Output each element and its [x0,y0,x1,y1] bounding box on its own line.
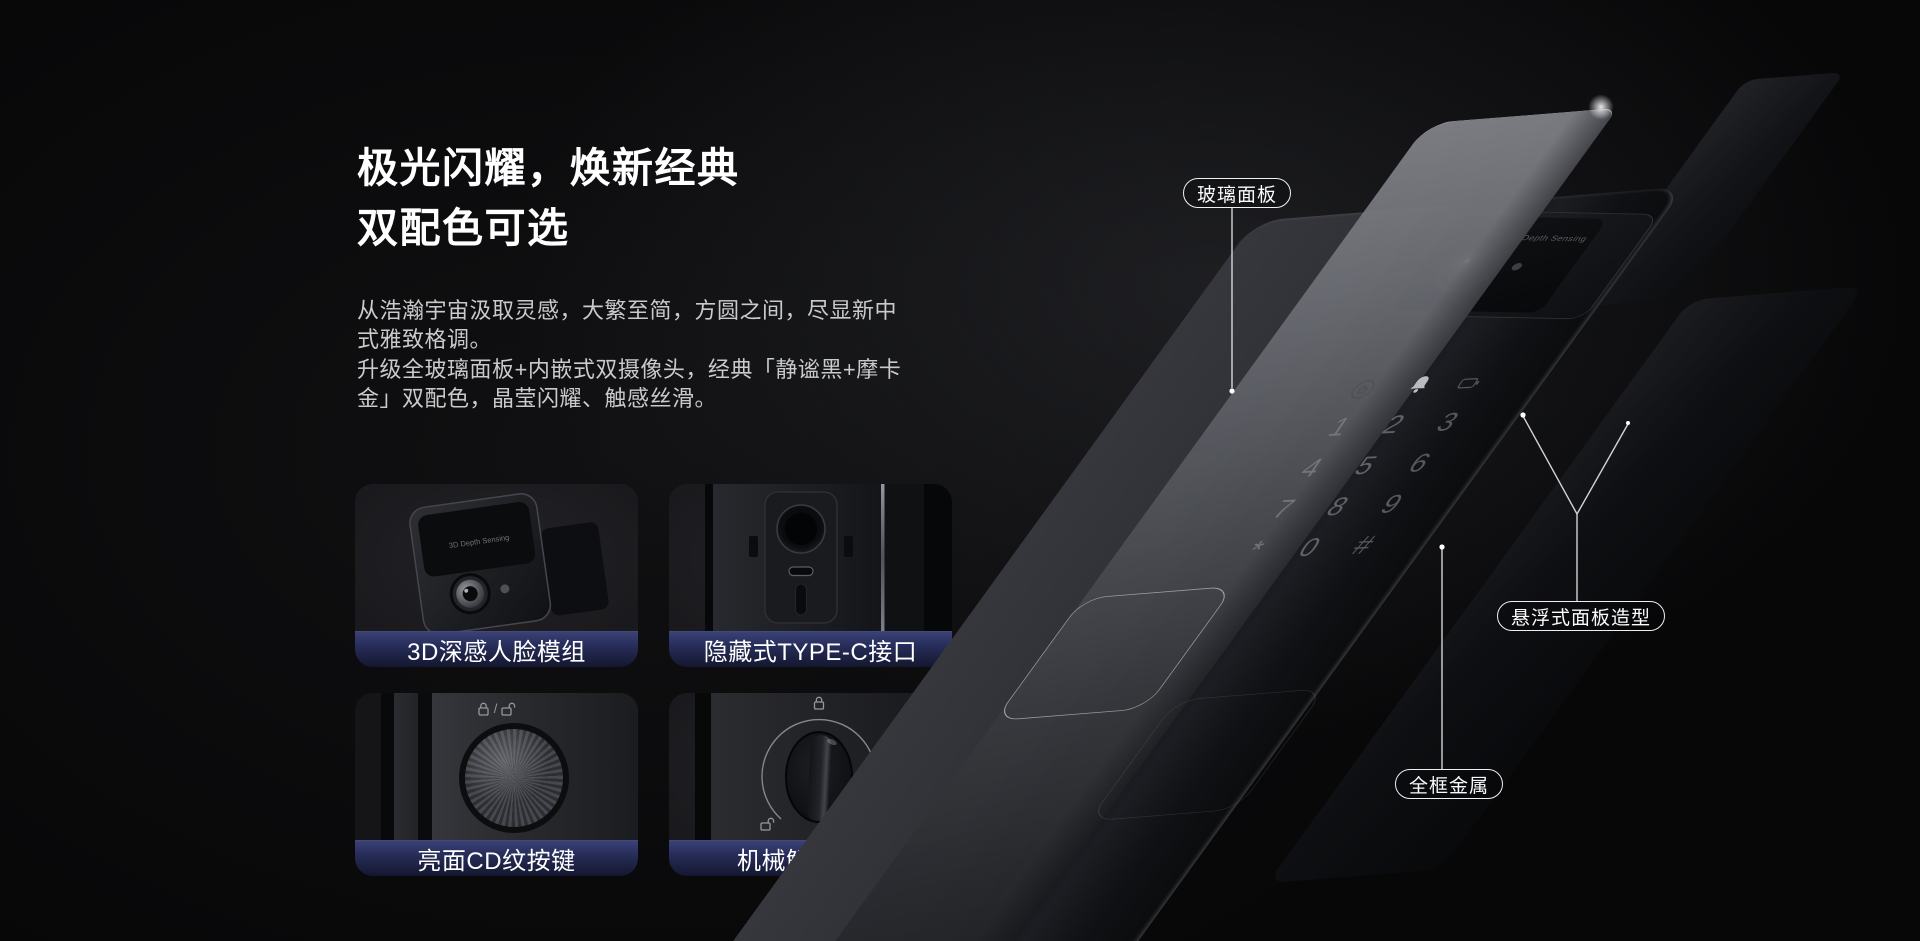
callout-label: 全框金属 [1409,775,1490,797]
feature-card-label-bar: 亮面CD纹按键 [355,840,638,876]
feature-card-label: 3D深感人脸模组 [407,639,586,666]
face-module-image: 3D Depth Sensing [355,484,638,635]
callout-glass-panel: 玻璃面板 [1183,178,1292,208]
battery-icon [1452,376,1484,394]
type-c-port [788,566,814,577]
feature-card-type-c: 隐藏式TYPE-C接口 [669,484,952,667]
lock-slash: / [493,701,498,716]
glass-corner-glint [1586,92,1616,122]
callout-floating-panel: 悬浮式面板造型 [1497,601,1666,631]
door-gap-stripe [418,693,432,840]
description-line2: 升级全玻璃面板+内嵌式双摄像头，经典「静谧黑+摩卡金」双配色，晶莹闪耀、触感丝滑… [357,356,902,412]
cd-button-image: / [355,693,638,840]
description-line1: 从浩瀚宇宙汲取灵感，大繁至简，方圆之间，尽显新中式雅致格调。 [357,298,898,353]
proximity-sensor-dot [500,584,510,594]
page-title: 极光闪耀，焕新经典 双配色可选 [357,138,740,258]
knob-handle [807,735,832,822]
lock-unlock-indicator: / [355,701,638,716]
cd-texture-button [465,729,563,827]
page-title-line1: 极光闪耀，焕新经典 [357,145,740,191]
callout-label: 悬浮式面板造型 [1511,607,1652,629]
lock-open-icon [501,702,516,716]
callout-label: 玻璃面板 [1197,184,1278,206]
feature-card-face-module: 3D Depth Sensing 3D深感人脸模组 [355,484,638,667]
arc-lock-open-left-icon [760,817,775,831]
doorbell-icon[interactable] [1397,373,1440,402]
cd-button-ring [459,723,569,833]
page-title-line2: 双配色可选 [357,205,570,251]
feature-card-label-bar: 3D深感人脸模组 [355,631,638,667]
door-frame-stripe [394,693,418,840]
feature-card-label: 亮面CD纹按键 [417,848,576,875]
home-icon [1342,379,1380,405]
feature-card-cd-button: / 亮面CD纹按键 [355,693,638,876]
lock-closed-icon [478,702,489,716]
keyhole-slot [795,583,807,616]
type-c-illustration [705,484,952,631]
door-edge-highlight [881,484,885,631]
face-module-illustration: 3D Depth Sensing [409,493,609,635]
callout-metal-frame: 全框金属 [1395,769,1504,799]
door-gap-stripe [381,693,394,840]
product-description: 从浩瀚宇宙汲取灵感，大繁至简，方圆之间，尽显新中式雅致格调。 升级全玻璃面板+内… [357,296,919,414]
arc-lock-closed-icon [813,696,825,710]
feature-card-label-bar: 隐藏式TYPE-C接口 [669,631,952,667]
feature-card-label: 隐藏式TYPE-C接口 [703,639,918,666]
type-c-image [669,484,952,631]
